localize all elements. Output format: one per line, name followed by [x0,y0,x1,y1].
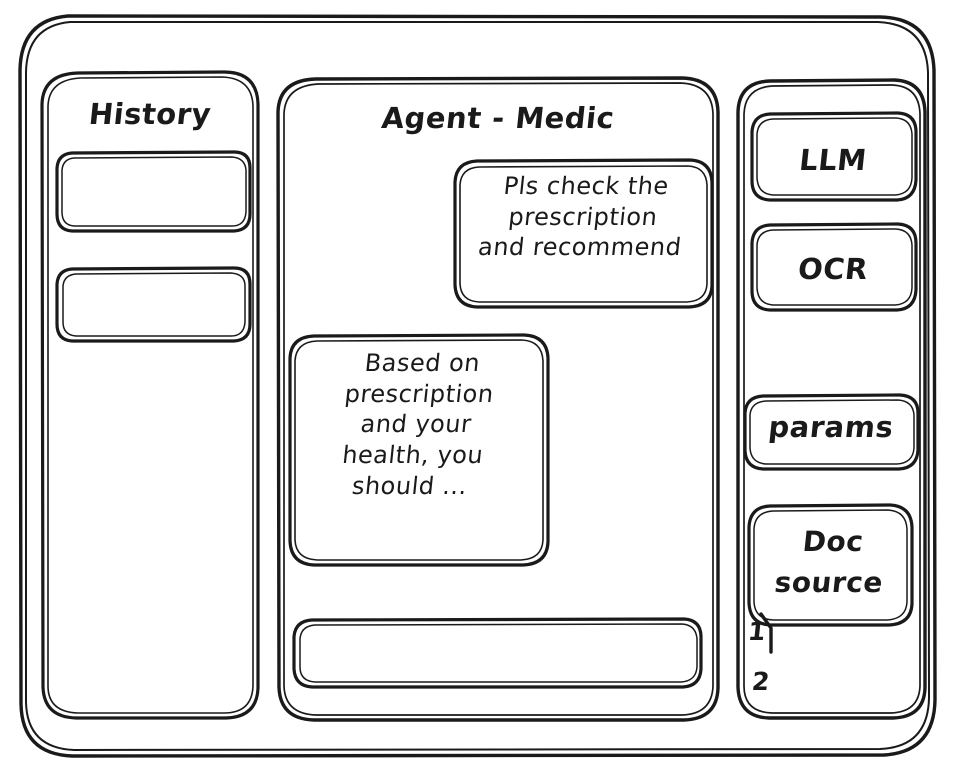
ocr-button-label: OCR [796,252,870,286]
doc-source-list-item-1-marker[interactable]: 1 [746,617,768,646]
composer-input[interactable] [294,619,701,687]
params-button-label: params [766,410,896,444]
assistant-message-text: Based on prescription and your health, y… [340,349,496,500]
user-message-text: Pls check the prescription and recommend [476,172,683,262]
history-item-1[interactable] [57,152,250,231]
doc-source-list-item-2-marker[interactable]: 2 [750,667,772,696]
doc-source-label: Doc source [773,525,885,599]
history-panel-title: History [87,97,213,131]
llm-button-label: LLM [797,143,869,177]
agent-title: Agent - Medic [380,101,617,135]
history-item-2[interactable] [57,268,250,341]
